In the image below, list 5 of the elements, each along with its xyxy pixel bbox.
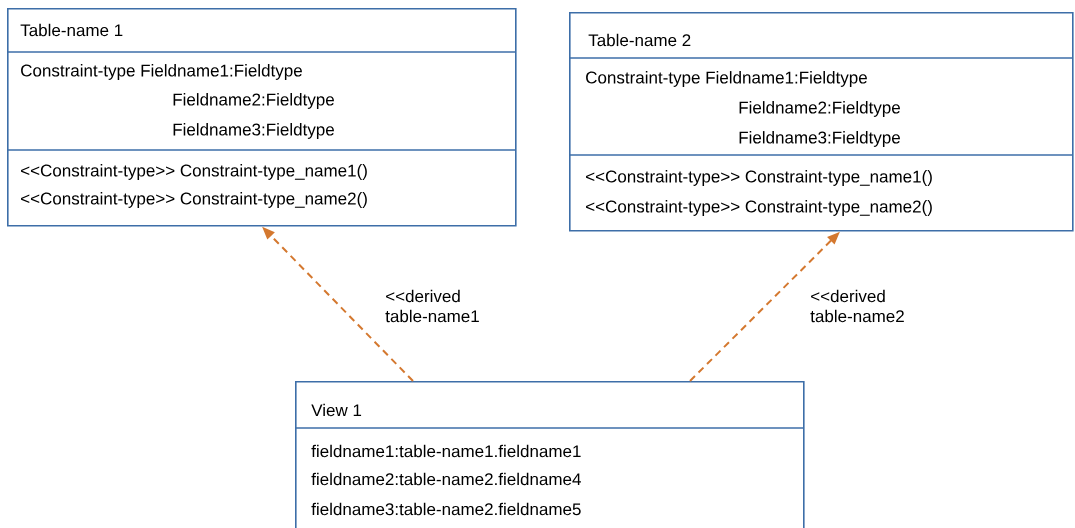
class-box: Table-name 1 Constraint-type Fieldname1:Fieldtype Fieldname2:Fieldtype Fieldname3:Fieldtype <<Constraint-type>> Constraint-type_name1() <<Constraint-type>> Constraint-type_name2(): [6, 8, 517, 227]
edge-label: <<derived table-name1: [385, 289, 479, 323]
class-box: View 1 fieldname1:table-name1.fieldname1 fieldname2:table-name2.fieldname4 fieldname3:table-name2.fieldname5: [294, 381, 805, 528]
edge-label: <<derived table-name2: [810, 289, 904, 323]
class-box: Table-name 2 Constraint-type Fieldname1:Fieldtype Fieldname2:Fieldtype Fieldname3:Fieldtype <<Constraint-type>> Constraint-type_name1() <<Constraint-type>> Constraint-type_name2(): [568, 12, 1074, 232]
